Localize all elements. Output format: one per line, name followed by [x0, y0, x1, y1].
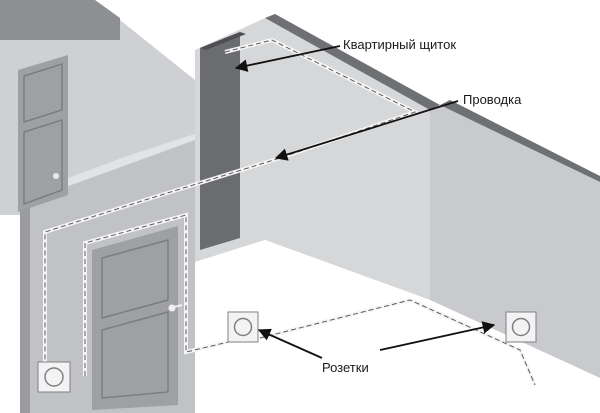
- wiring-arrow: [274, 100, 459, 161]
- socket-right: [505, 311, 537, 343]
- floor: [180, 240, 600, 413]
- socket-middle: [227, 311, 259, 343]
- electrical-panel: [200, 32, 246, 250]
- right-side-wall: [430, 100, 600, 378]
- panel-label: Квартирный щиток: [343, 37, 457, 52]
- socket-arrow-middle: [257, 328, 323, 359]
- wiring-label: Проводка: [463, 92, 522, 107]
- background-door: [18, 55, 68, 212]
- panel-arrow: [234, 45, 341, 72]
- socket-left: [37, 361, 71, 393]
- socket-arrow-right: [379, 321, 496, 351]
- wiring: [43, 37, 537, 386]
- front-door: [92, 226, 183, 410]
- sockets-label: Розетки: [322, 360, 369, 375]
